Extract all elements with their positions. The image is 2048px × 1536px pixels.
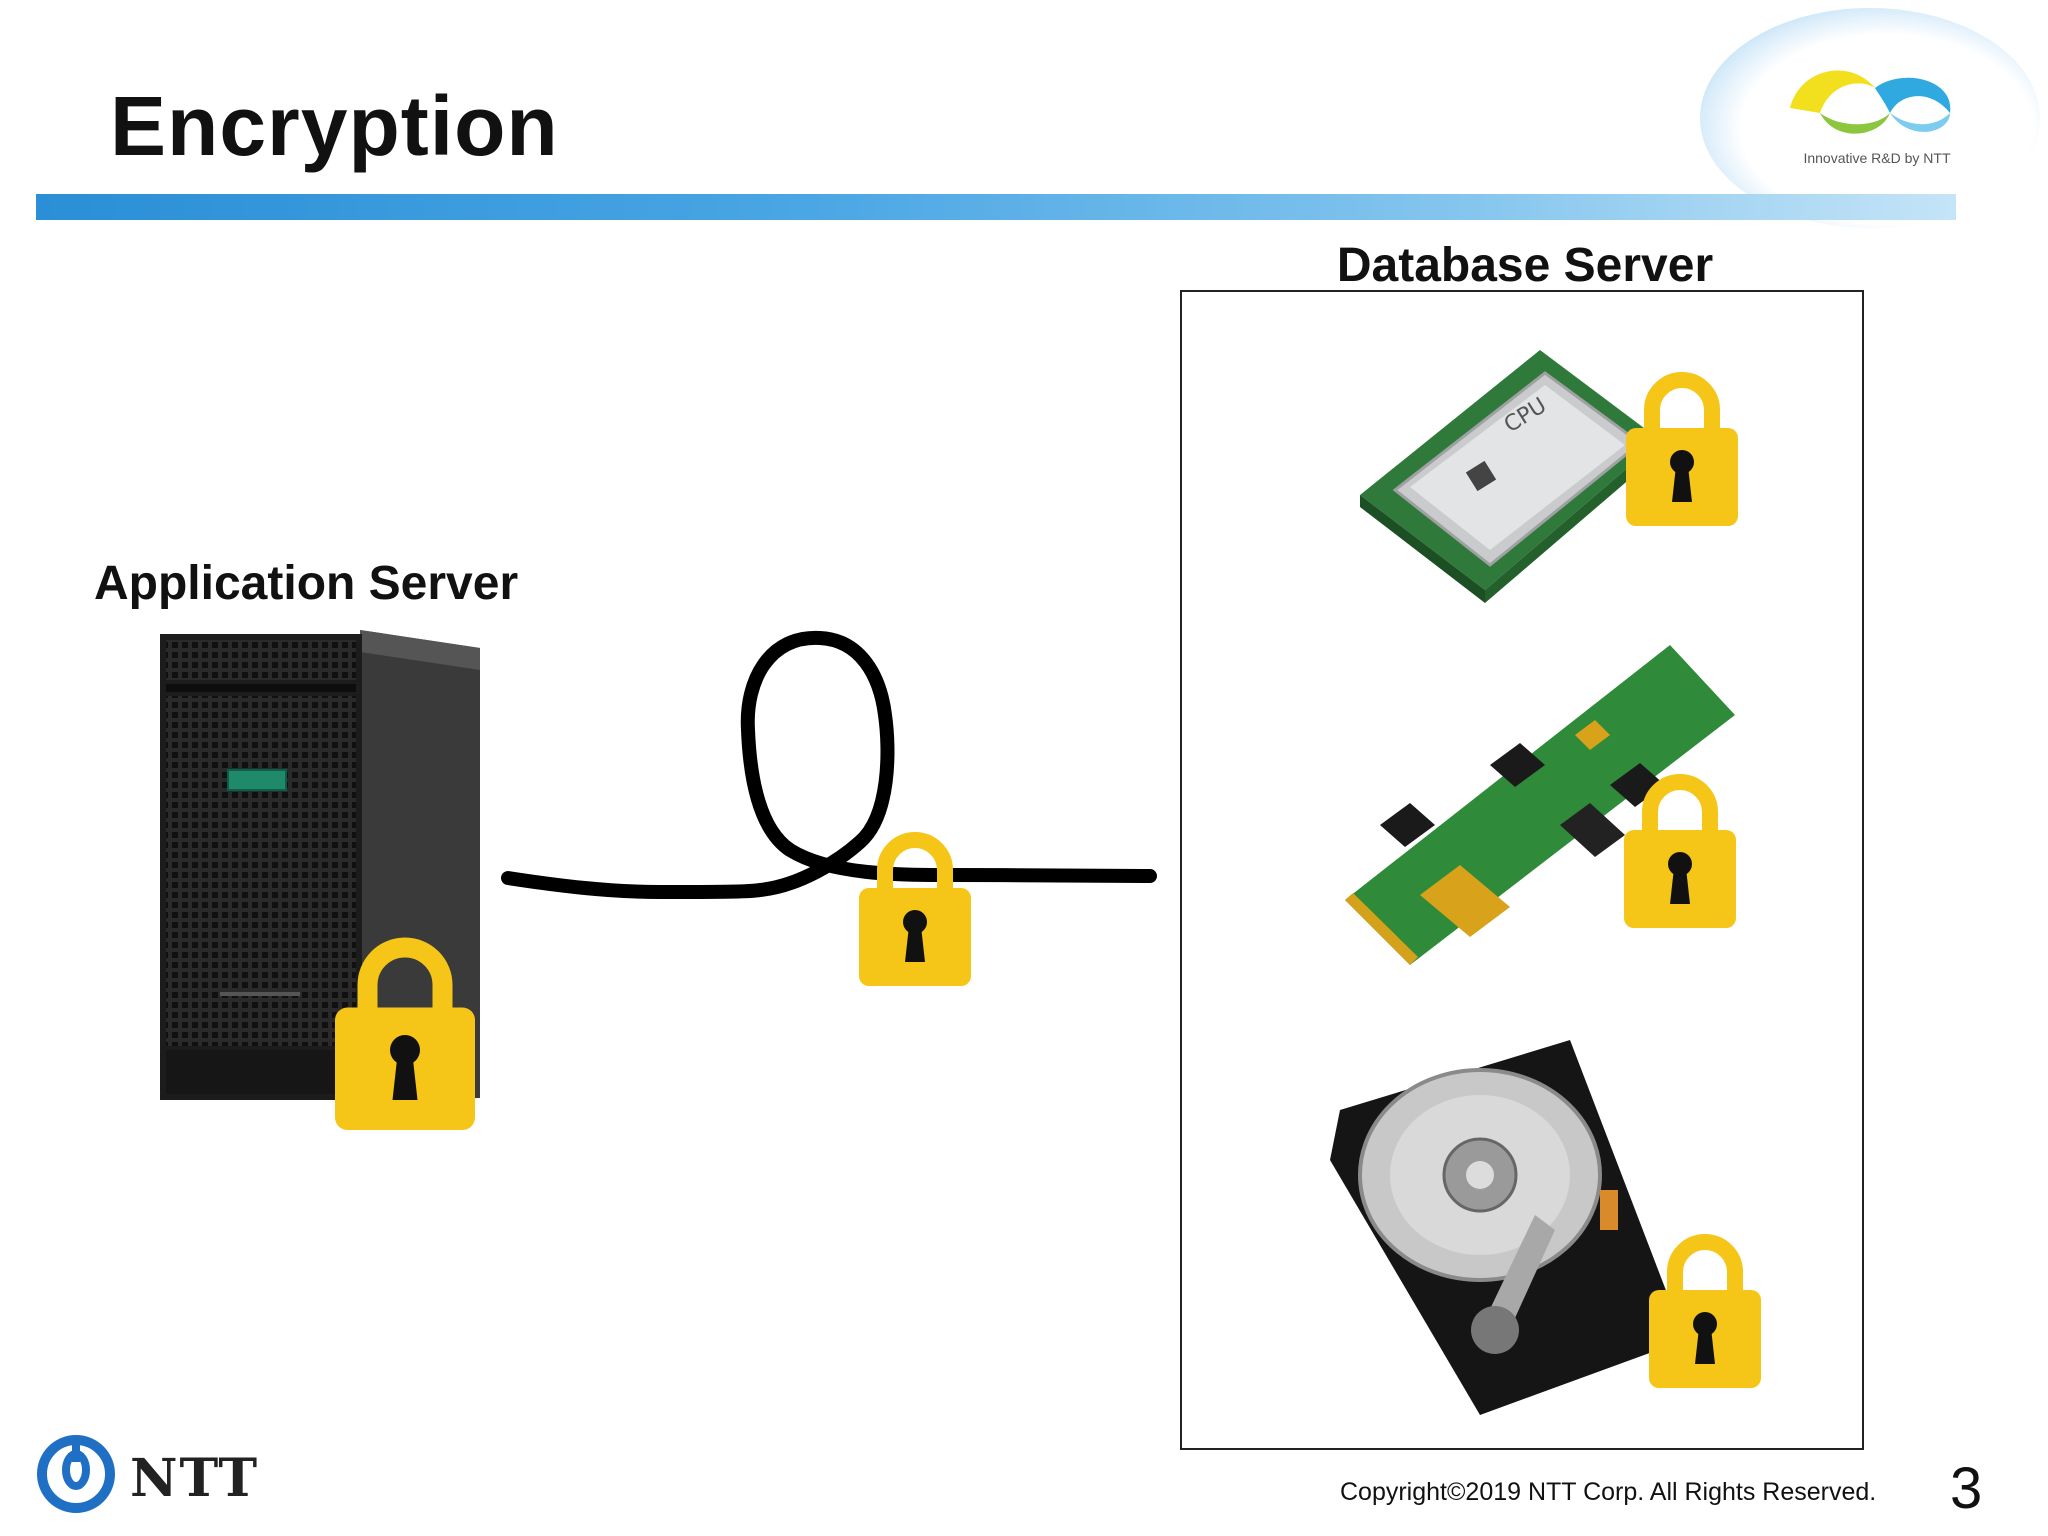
lock-icon-app-server: [335, 937, 475, 1130]
database-server-label: Database Server: [1336, 239, 1714, 292]
page-number: 3: [1950, 1456, 1983, 1521]
ntt-logo-icon: [37, 1435, 115, 1513]
slide-title: Encryption: [110, 79, 559, 173]
innovative-rd-logo-icon: [1790, 70, 1951, 134]
ram-module-icon: [1345, 645, 1735, 965]
lock-icon-network: [859, 832, 971, 986]
application-server-label: Application Server: [94, 557, 519, 610]
ntt-logo-text: NTT: [130, 1448, 260, 1509]
header-bar: [36, 194, 1956, 220]
lock-icon-cpu: [1626, 372, 1738, 526]
hard-drive-icon: [1330, 1040, 1685, 1415]
logo-caption: Innovative R&D by NTT: [1803, 150, 1951, 166]
header-swoosh: [1700, 8, 2040, 228]
lock-icon-memory: [1624, 774, 1736, 928]
lock-icon-disk: [1649, 1234, 1761, 1388]
cpu-chip-icon: CPU: [1360, 350, 1660, 603]
copyright-text: Copyright©2019 NTT Corp. All Rights Rese…: [1340, 1478, 1877, 1506]
database-server-box: [1180, 290, 1864, 1450]
network-cable: [501, 630, 1157, 899]
